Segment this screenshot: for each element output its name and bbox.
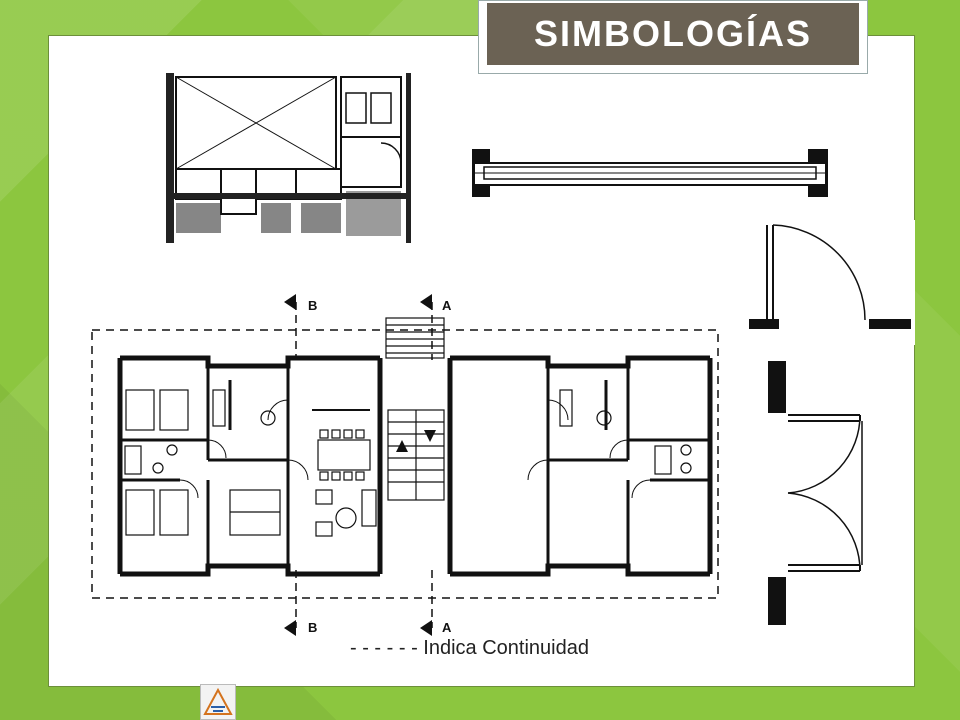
stair-up-arrow (396, 440, 408, 452)
double-door-symbol (768, 361, 863, 625)
continuity-outline (91, 329, 719, 599)
single-door-symbol (745, 220, 915, 345)
door-swings (179, 399, 651, 499)
living-furniture (312, 409, 377, 537)
partial-floorplan-image (166, 73, 411, 243)
interior-walls-left (120, 366, 290, 566)
section-label-b-bottom: B (308, 620, 317, 635)
logo-icon (200, 684, 236, 720)
interior-walls-right (546, 366, 710, 566)
section-label-b-top: B (308, 298, 317, 313)
apartment-floorplan: B A B A (91, 294, 719, 636)
section-label-a-top: A (442, 298, 452, 313)
title-box: SIMBOLOGÍAS (478, 0, 868, 74)
section-cut-a-top (420, 294, 433, 360)
section-cut-a-bottom (420, 570, 433, 636)
central-stair (387, 409, 445, 501)
furniture-right (559, 389, 692, 475)
section-label-a-bottom: A (442, 620, 452, 635)
section-cut-b-top (284, 294, 297, 360)
furniture-left (124, 389, 281, 536)
exterior-walls (117, 355, 713, 577)
continuity-legend: - - - - - - Indica Continuidad (350, 637, 589, 659)
section-cut-b-bottom (284, 570, 297, 636)
stair-down-arrow (424, 430, 436, 442)
slide-title: SIMBOLOGÍAS (533, 13, 812, 54)
title-banner: SIMBOLOGÍAS (485, 1, 861, 67)
window-symbol (472, 149, 828, 197)
entry-stair (385, 317, 445, 359)
